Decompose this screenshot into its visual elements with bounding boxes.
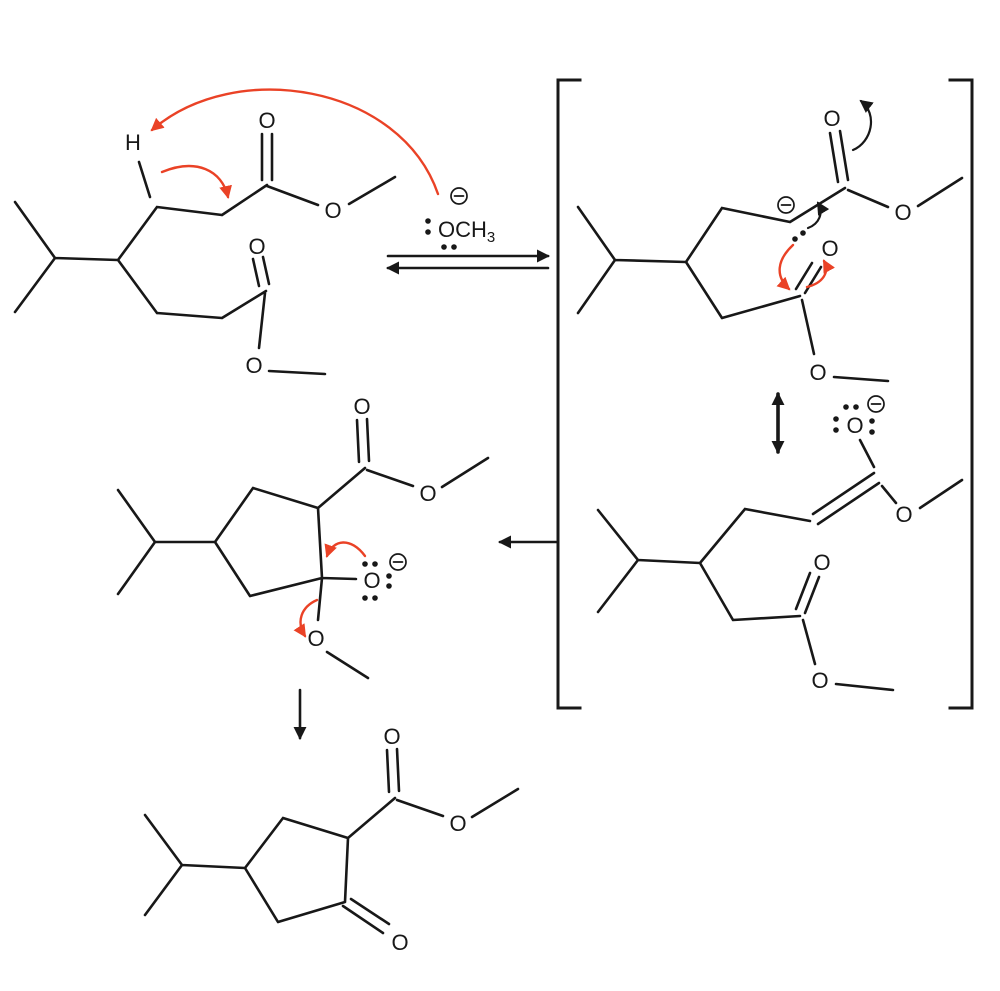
right-bracket: [948, 78, 974, 710]
oxygen-label: O: [821, 236, 838, 261]
methoxide-reagent: OCH3: [386, 187, 550, 275]
oxygen-label: O: [248, 234, 265, 259]
curved-arrow-reform-carbonyl-icon: [324, 541, 367, 558]
lone-pair-dot: [425, 218, 431, 224]
curved-arrow-pi-to-oxygen-icon: [851, 99, 874, 152]
methoxide-formula-main: OCH: [438, 217, 487, 242]
lone-pair-dot: [853, 404, 859, 410]
bonds: [596, 438, 964, 692]
oxygen-label: O: [353, 394, 370, 419]
oxygen-label: O: [449, 811, 466, 836]
curved-arrow-cyclization-attack-icon: [776, 243, 795, 291]
lone-pair-dot: [833, 427, 839, 433]
oxygen-label: O: [383, 724, 400, 749]
curved-arrow-carbonyl-to-oxygen-icon: [805, 259, 835, 289]
structure-enolate-carbanion: O O O O: [576, 99, 964, 385]
structure-tetrahedral-alkoxide: O O O O: [116, 394, 490, 680]
methoxide-formula: OCH3: [438, 217, 495, 246]
oxygen-label: O: [809, 360, 826, 385]
curved-arrow-deprotonation-icon: [150, 88, 440, 196]
lone-pair-dot: [800, 230, 806, 236]
negative-charge-icon: [777, 196, 795, 214]
lone-pair-dot: [372, 561, 378, 567]
oxygen-label: O: [258, 108, 275, 133]
oxygen-label: O: [307, 626, 324, 651]
oxygen-label: O: [846, 413, 863, 438]
hydrogen-label: H: [125, 130, 141, 155]
negative-charge-icon: [450, 187, 468, 205]
lone-pair-dot: [869, 418, 875, 424]
lone-pair-dot: [386, 573, 392, 579]
oxygen-label: O: [363, 568, 380, 593]
negative-charge-icon: [389, 553, 407, 571]
bonds: [143, 747, 520, 935]
oxygen-label: O: [823, 106, 840, 131]
lone-pair-dot: [386, 583, 392, 589]
lone-pair-dot: [792, 236, 798, 242]
left-bracket: [556, 78, 582, 710]
bonds: [116, 417, 490, 680]
structure-ketoester-product: O O O: [143, 724, 520, 955]
oxygen-label: O: [895, 502, 912, 527]
oxygen-label: O: [813, 550, 830, 575]
bonds: [576, 129, 964, 383]
lone-pair-dot: [451, 244, 457, 250]
lone-pair-dot: [362, 595, 368, 601]
lone-pair-dot: [833, 416, 839, 422]
curved-arrow-resonance-icon: [806, 201, 830, 230]
curved-arrow-methoxide-leaving-icon: [293, 598, 319, 638]
negative-charge-icon: [867, 395, 885, 413]
structure-starting-diester: H O O O O: [13, 88, 440, 378]
lone-pair-dot: [362, 561, 368, 567]
oxygen-label: O: [811, 668, 828, 693]
bonds: [13, 132, 397, 376]
structure-enolate-oxyanion: O O O O: [596, 395, 964, 693]
lone-pair-dot: [843, 404, 849, 410]
oxygen-label: O: [894, 200, 911, 225]
curved-arrow-enolate-formation-icon: [160, 164, 232, 199]
lone-pair-dot: [869, 429, 875, 435]
oxygen-label: O: [391, 930, 408, 955]
oxygen-label: O: [324, 198, 341, 223]
lone-pair-dot: [372, 595, 378, 601]
oxygen-label: O: [419, 481, 436, 506]
methoxide-formula-subscript: 3: [487, 229, 495, 246]
lone-pair-dot: [425, 229, 431, 235]
lone-pair-dot: [441, 244, 447, 250]
oxygen-label: O: [245, 353, 262, 378]
